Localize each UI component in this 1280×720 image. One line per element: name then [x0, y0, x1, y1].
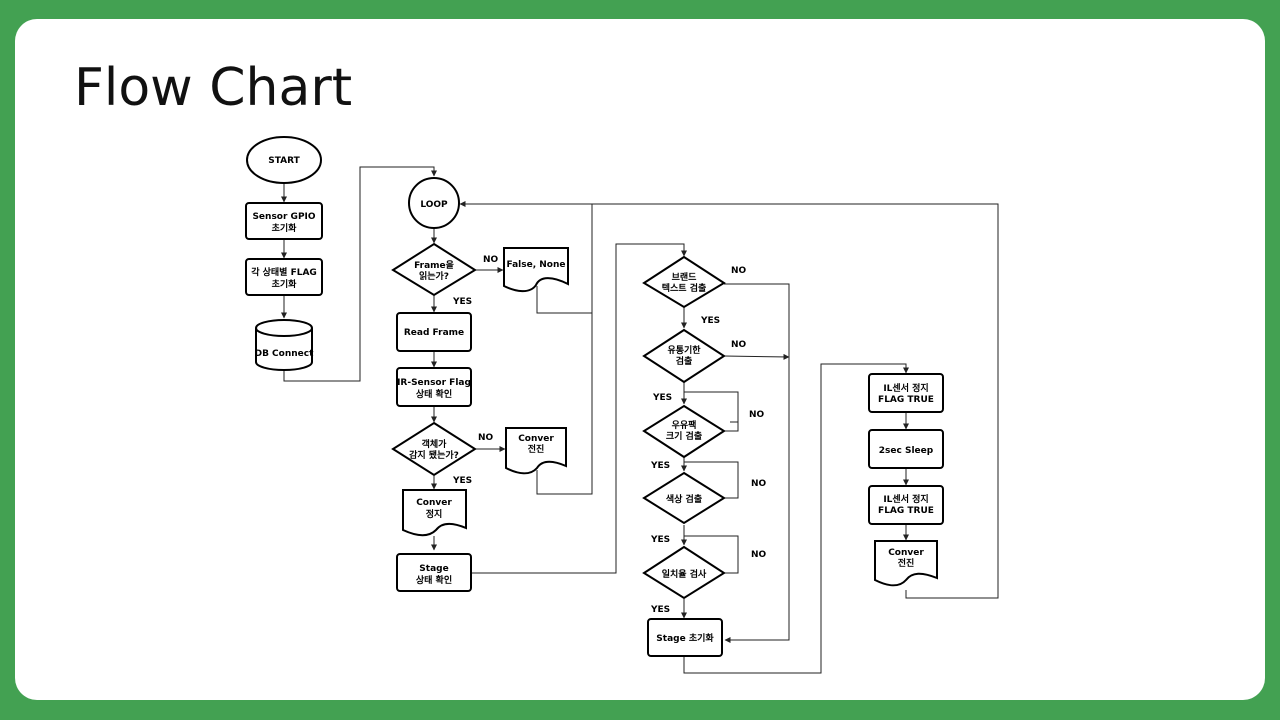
- label-no-color: NO: [751, 479, 767, 489]
- label-no-brand: NO: [731, 266, 747, 276]
- node-milk-size-decision: 우유팩 크기 검출: [642, 404, 726, 459]
- svg-text:DB Connect: DB Connect: [255, 349, 315, 359]
- slide-panel: [15, 19, 1265, 700]
- svg-text:브랜드: 브랜드: [672, 271, 698, 283]
- svg-text:초기화: 초기화: [272, 278, 298, 290]
- label-yes-match: YES: [650, 605, 670, 615]
- svg-text:우유팩: 우유팩: [672, 419, 697, 431]
- label-yes-color: YES: [650, 535, 670, 545]
- label-no-object: NO: [478, 433, 494, 443]
- svg-text:Sensor GPIO: Sensor GPIO: [252, 212, 315, 222]
- svg-text:Conver: Conver: [518, 434, 554, 444]
- svg-text:전진: 전진: [528, 443, 545, 455]
- node-loop: LOOP: [408, 177, 460, 229]
- connectors: [281, 166, 999, 674]
- node-il-sensor-stop-b: IL센서 정지 FLAG TRUE: [868, 485, 944, 525]
- svg-text:일치율 검사: 일치율 검사: [662, 568, 707, 580]
- svg-text:Stage: Stage: [419, 564, 448, 574]
- svg-text:IL센서 정지: IL센서 정지: [883, 493, 928, 505]
- node-object-decision: 객체가 감지 됐는가?: [391, 421, 477, 477]
- svg-text:유통기한: 유통기한: [667, 344, 701, 356]
- node-frame-decision: Frame을 읽는가?: [391, 242, 477, 297]
- svg-text:IR-Sensor Flag: IR-Sensor Flag: [397, 378, 471, 388]
- svg-text:크기 검출: 크기 검출: [666, 430, 702, 442]
- label-yes-expiry: YES: [652, 393, 672, 403]
- node-false-none: False, None: [503, 247, 569, 293]
- svg-text:Conver: Conver: [888, 548, 924, 558]
- node-db-connect: DB Connect: [255, 319, 315, 371]
- label-no-frame: NO: [483, 255, 499, 265]
- svg-text:읽는가?: 읽는가?: [419, 270, 449, 282]
- node-match-decision: 일치율 검사: [642, 545, 726, 600]
- svg-text:Stage 초기화: Stage 초기화: [656, 632, 714, 644]
- svg-text:IL센서 정지: IL센서 정지: [883, 382, 928, 394]
- svg-text:텍스트 검출: 텍스트 검출: [662, 282, 707, 294]
- svg-text:감지 됐는가?: 감지 됐는가?: [409, 449, 459, 461]
- node-start: START: [246, 136, 322, 184]
- svg-text:FLAG TRUE: FLAG TRUE: [878, 506, 934, 516]
- svg-text:상태 확인: 상태 확인: [416, 574, 452, 586]
- svg-text:FLAG TRUE: FLAG TRUE: [878, 395, 934, 405]
- label-no-milk: NO: [749, 410, 765, 420]
- svg-text:Read Frame: Read Frame: [404, 328, 464, 338]
- node-conver-move-a: Conver 전진: [505, 427, 567, 475]
- label-yes-brand: YES: [700, 316, 720, 326]
- svg-text:초기화: 초기화: [272, 222, 298, 234]
- node-sensor-gpio-init: Sensor GPIO 초기화: [245, 202, 323, 240]
- label-no-expiry: NO: [731, 340, 747, 350]
- svg-text:False, None: False, None: [506, 260, 565, 270]
- node-sleep: 2sec Sleep: [868, 429, 944, 469]
- svg-text:각 상태별 FLAG: 각 상태별 FLAG: [251, 266, 317, 278]
- node-stage-init: Stage 초기화: [647, 618, 723, 657]
- node-il-sensor-stop-a: IL센서 정지 FLAG TRUE: [868, 373, 944, 413]
- node-ir-sensor-flag: IR-Sensor Flag 상태 확인: [396, 367, 472, 407]
- svg-text:객체가: 객체가: [422, 438, 448, 450]
- label-yes-milk: YES: [650, 461, 670, 471]
- svg-text:Frame을: Frame을: [414, 260, 454, 271]
- label-yes-frame: YES: [452, 297, 472, 307]
- svg-text:전진: 전진: [898, 557, 915, 569]
- svg-text:START: START: [268, 156, 300, 166]
- label-no-match: NO: [751, 550, 767, 560]
- svg-text:LOOP: LOOP: [420, 200, 448, 210]
- node-expiry-decision: 유통기한 검출: [642, 328, 726, 384]
- node-read-frame: Read Frame: [396, 312, 472, 352]
- node-color-decision: 색상 검출: [642, 471, 726, 525]
- node-conver-move-b: Conver 전진: [874, 540, 938, 587]
- svg-text:Conver: Conver: [416, 498, 452, 508]
- node-brand-decision: 브랜드 텍스트 검출: [642, 255, 726, 309]
- slide-title: Flow Chart: [74, 58, 353, 118]
- node-flag-init: 각 상태별 FLAG 초기화: [245, 258, 323, 296]
- node-conver-stop: Conver 정지: [402, 489, 467, 537]
- svg-text:정지: 정지: [426, 508, 443, 520]
- node-stage-check: Stage 상태 확인: [396, 553, 472, 592]
- label-yes-object: YES: [452, 476, 472, 486]
- svg-text:상태 확인: 상태 확인: [416, 388, 452, 400]
- svg-text:검출: 검출: [676, 355, 693, 367]
- svg-text:색상 검출: 색상 검출: [666, 493, 702, 505]
- svg-text:2sec Sleep: 2sec Sleep: [879, 446, 934, 456]
